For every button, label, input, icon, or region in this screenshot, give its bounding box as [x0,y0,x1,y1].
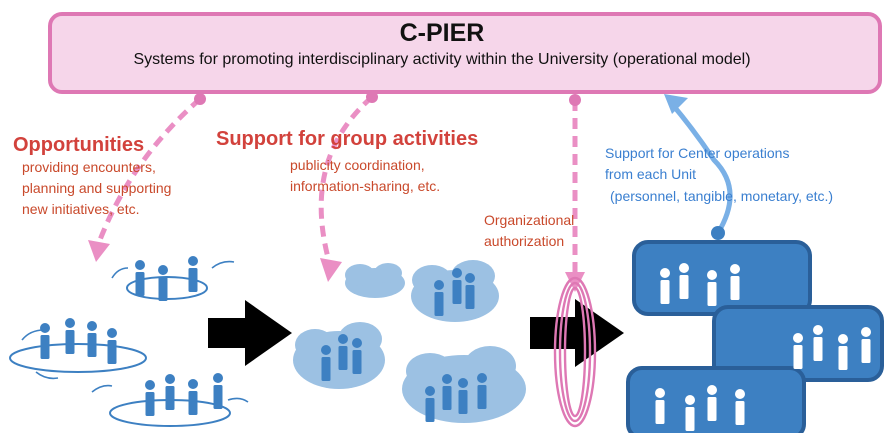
connector-opportunities [95,97,202,246]
person-figure [165,374,175,410]
person-figure [477,373,487,409]
person-figure [838,334,848,370]
person-figure [465,273,475,309]
person-figure [452,268,462,304]
person-figure [793,333,803,369]
black-arrow-right [530,299,624,367]
black-arrow-left [208,300,292,366]
person-figure [730,264,740,300]
person-figure [213,373,223,409]
group-support-heading: Support for group activities [216,128,479,150]
center-support-line-2: from each Unit [605,166,697,182]
person-figure [321,345,331,381]
unit-block-1 [632,240,812,316]
person-figure [660,268,670,304]
person-figure [685,395,695,431]
group-support-line-1: publicity coordination, [290,157,425,173]
cpier-banner [48,12,882,94]
person-figure [40,323,50,359]
person-figure [338,334,348,370]
dashed-connectors [95,95,578,275]
person-figure [655,388,665,424]
opportunities-line-3: new initiatives, etc. [22,201,140,217]
person-figure [458,378,468,414]
person-figure [861,327,871,363]
person-figure [442,374,452,410]
cloud-1 [345,263,405,298]
group-support-line-2: information-sharing, etc. [290,178,441,194]
center-support-line-3: (personnel, tangible, monetary, etc.) [610,188,834,204]
person-figure [87,321,97,357]
opportunities-heading: Opportunities [13,134,145,156]
person-figure [188,256,198,292]
cloud-shapes [293,260,526,423]
opportunities-line-1: providing encounters, [22,159,156,175]
connector-endpoints [194,91,581,106]
people-figures [40,256,871,431]
person-figure [707,270,717,306]
person-figure [145,380,155,416]
authorization-line-2: authorization [484,233,565,249]
person-figure [158,265,168,301]
page-title: C-PIER [399,19,485,47]
person-figure [813,325,823,361]
person-figure [352,338,362,374]
person-figure [107,328,117,364]
person-figure [135,260,145,296]
person-figure [434,280,444,316]
person-figure [425,386,435,422]
person-figure [65,318,75,354]
person-figure [735,389,745,425]
support-curve-arrow [670,102,733,235]
authorization-rings [553,276,597,428]
opportunities-line-2: planning and supporting [22,180,172,196]
person-figure [707,385,717,421]
center-support-line-1: Support for Center operations [605,145,790,161]
authorization-line-1: Organizational [484,212,575,228]
person-figure [188,379,198,415]
connector-group-activities [318,95,374,266]
person-figure [679,263,689,299]
page-subtitle: Systems for promoting interdisciplinary … [133,51,751,68]
